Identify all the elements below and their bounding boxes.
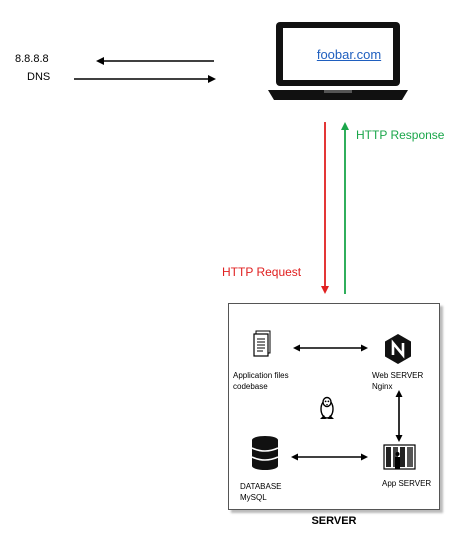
nginx-label: Nginx bbox=[372, 382, 393, 391]
http-response-label: HTTP Response bbox=[356, 128, 445, 142]
laptop-icon bbox=[268, 22, 408, 100]
server-internals bbox=[251, 330, 416, 470]
client-url[interactable]: foobar.com bbox=[316, 47, 382, 62]
document-icon bbox=[253, 330, 271, 357]
database-icon bbox=[251, 436, 279, 470]
codebase-label: codebase bbox=[233, 382, 268, 391]
web-server-label: Web SERVER bbox=[372, 371, 424, 380]
app-files-label: Application files bbox=[233, 371, 289, 380]
nginx-icon bbox=[385, 334, 411, 364]
dns-ip-label: 8.8.8.8 bbox=[15, 53, 49, 65]
linux-tux-icon bbox=[320, 396, 334, 419]
server-title: SERVER bbox=[311, 515, 357, 527]
server-rack-icon bbox=[383, 444, 416, 470]
database-label: DATABASE bbox=[240, 482, 282, 491]
http-request-label: HTTP Request bbox=[222, 265, 302, 279]
dns-label: DNS bbox=[27, 71, 51, 83]
mysql-label: MySQL bbox=[240, 493, 267, 502]
app-server-label: App SERVER bbox=[382, 479, 432, 488]
